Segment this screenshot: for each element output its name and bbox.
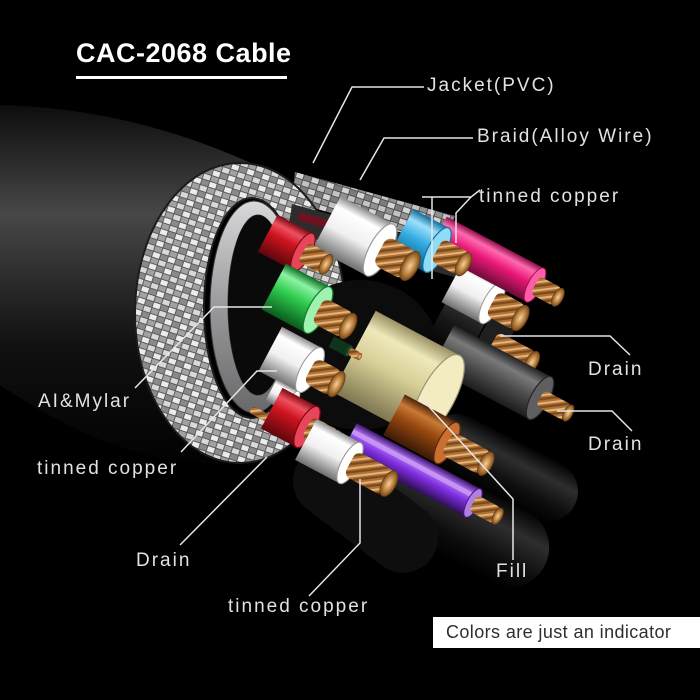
label-drain-left: Drain (136, 550, 192, 571)
label-tinned-copper-bottom: tinned copper (228, 596, 370, 617)
leader-drain-right-upper (500, 335, 631, 356)
leader-drain-right-lower (557, 410, 633, 432)
label-drain-right-lower: Drain (588, 434, 644, 455)
leader-al-mylar (134, 306, 272, 389)
label-braid: Braid(Alloy Wire) (477, 126, 654, 147)
colors-note-text: Colors are just an indicator (446, 622, 672, 642)
wire-white-bottom (295, 419, 399, 497)
leader-lines (134, 86, 633, 597)
colors-note-box: Colors are just an indicator (433, 617, 700, 648)
label-tinned-copper-left: tinned copper (37, 458, 179, 479)
jacket-pvc-tube (0, 105, 253, 464)
wire-drain-center (328, 336, 363, 361)
leader-tinned-copper-top-v2 (455, 196, 472, 243)
title-underline (76, 76, 287, 79)
wire-white-top (313, 196, 421, 281)
label-fill: Fill (496, 561, 529, 582)
leader-tinned-copper-top (422, 189, 481, 198)
leader-drain-left (179, 456, 268, 546)
label-tinned-copper-top: tinned copper (479, 186, 621, 207)
label-al-mylar: AI&Mylar (38, 391, 132, 412)
wire-green (261, 263, 358, 340)
leader-braid (359, 137, 473, 181)
leader-tinned-copper-bottom (308, 479, 361, 597)
label-drain-right-upper: Drain (588, 359, 644, 380)
label-jacket: Jacket(PVC) (427, 75, 556, 96)
wire-pink (428, 216, 565, 307)
wire-purple (341, 423, 504, 525)
wire-red-top (257, 214, 334, 275)
wire-white-middle (258, 326, 346, 398)
page-title: CAC-2068 Cable (76, 38, 292, 68)
leader-fill (420, 397, 514, 560)
leader-jacket (312, 86, 424, 164)
wire-brown (383, 394, 495, 476)
wire-drain-lower-right (431, 325, 575, 422)
leader-tinned-copper-left (180, 370, 277, 453)
